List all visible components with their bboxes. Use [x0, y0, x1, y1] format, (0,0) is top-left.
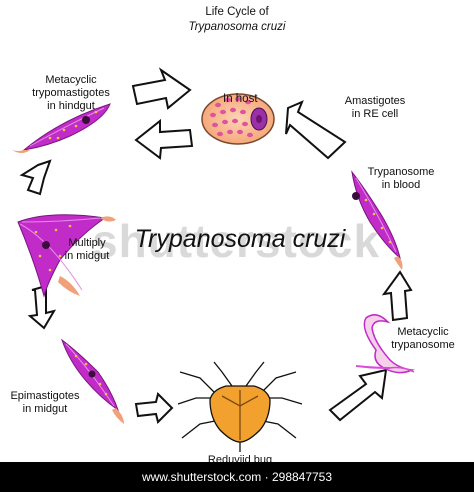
footer-bar: www.shutterstock.com · 298847753: [0, 462, 474, 492]
label-metacyclic-trypanosome: Metacyclic trypanosome: [391, 326, 455, 351]
arrow-left-middle-icon: [27, 284, 57, 330]
label-multiply: Multiply in midgut: [64, 237, 110, 262]
arrow-bug-to-metacyclic-icon: [328, 368, 388, 422]
amastigote-dots: [210, 96, 253, 138]
arrow-from-host-icon: [134, 118, 194, 160]
label-amastigotes: Amastigotes in RE cell: [344, 95, 406, 120]
diagram-title-species: Trypanosoma cruzi: [188, 21, 286, 33]
arrow-epi-to-bug-icon: [134, 392, 174, 424]
label-metacyclic-trypomastigotes: Metacyclic trypomastigotes in hindgut: [32, 74, 110, 112]
diagram-title: Life Cycle of: [205, 6, 269, 18]
arrow-left-upper-icon: [19, 159, 52, 196]
footer-text: www.shutterstock.com · 298847753: [141, 470, 333, 484]
parasite-metacyclic-curl: [355, 314, 415, 374]
reduviid-bug: [177, 361, 303, 452]
arrow-right-upward-icon: [381, 270, 413, 322]
watermark: shutterstock: [92, 215, 381, 267]
label-in-host: In host: [223, 93, 258, 105]
arrow-amastigote-to-blood-icon: [285, 100, 347, 160]
center-species-name: Trypanosoma cruzi: [134, 225, 346, 253]
parasite-epimastigote: [61, 338, 124, 424]
parasite-midgut-multiply: [17, 214, 116, 298]
label-trypanosome-blood: Trypanosome in blood: [367, 166, 435, 191]
label-epimastigotes: Epimastigotes in midgut: [10, 390, 80, 415]
diagram-artwork: [12, 67, 415, 452]
parasite-trypanosome-blood: [351, 170, 403, 270]
host-cell: [201, 93, 275, 145]
parasite-hindgut: [12, 103, 111, 153]
arrow-to-host-icon: [131, 67, 192, 110]
